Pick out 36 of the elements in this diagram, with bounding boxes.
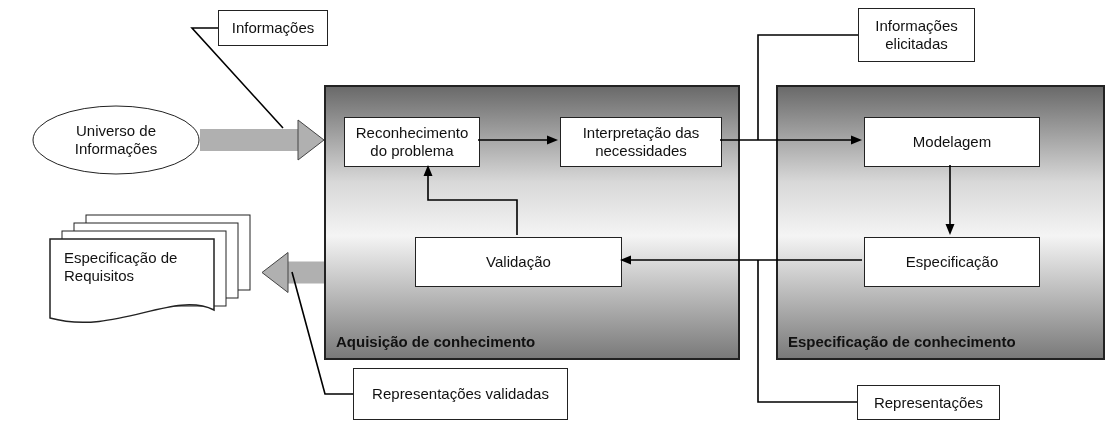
leader-line [190, 27, 284, 129]
callout-box [858, 8, 975, 62]
callout-text: Informações elicitadas [874, 16, 959, 54]
leader-line [291, 271, 354, 395]
callout-box [218, 10, 328, 46]
callout-box [353, 368, 568, 420]
arrow [719, 135, 862, 145]
callout-text: Representações validadas [371, 384, 550, 404]
block-arrow [200, 119, 325, 161]
callout-box [857, 385, 1000, 420]
panel-title: Aquisição de conhecimento [336, 333, 536, 350]
process-box [864, 237, 1040, 287]
block-arrow [261, 252, 324, 293]
ellipse-label: Universo de Informações [73, 121, 159, 159]
leader-line [757, 34, 859, 141]
arrow [620, 255, 863, 265]
phase-panel [776, 85, 1105, 360]
phase-panel [324, 85, 740, 360]
box-label: Modelagem [911, 132, 993, 152]
box-label: Validação [485, 252, 552, 272]
box-label: Interpretação das necessidades [581, 123, 701, 161]
leader-line [757, 259, 858, 403]
panel-title: Especificação de conhecimento [788, 333, 1016, 350]
ellipse-node [32, 105, 200, 175]
document-label: Especificação de Requisitos [63, 248, 179, 286]
arrow [423, 165, 518, 236]
process-box [415, 237, 622, 287]
process-box [864, 117, 1040, 167]
arrow [477, 135, 558, 145]
process-box [560, 117, 722, 167]
arrow [945, 164, 955, 235]
callout-text: Informações [230, 18, 316, 38]
process-box [344, 117, 480, 167]
box-label: Especificação [904, 252, 1000, 272]
callout-text: Representações [872, 392, 985, 413]
box-label: Reconhecimento do problema [354, 123, 470, 161]
